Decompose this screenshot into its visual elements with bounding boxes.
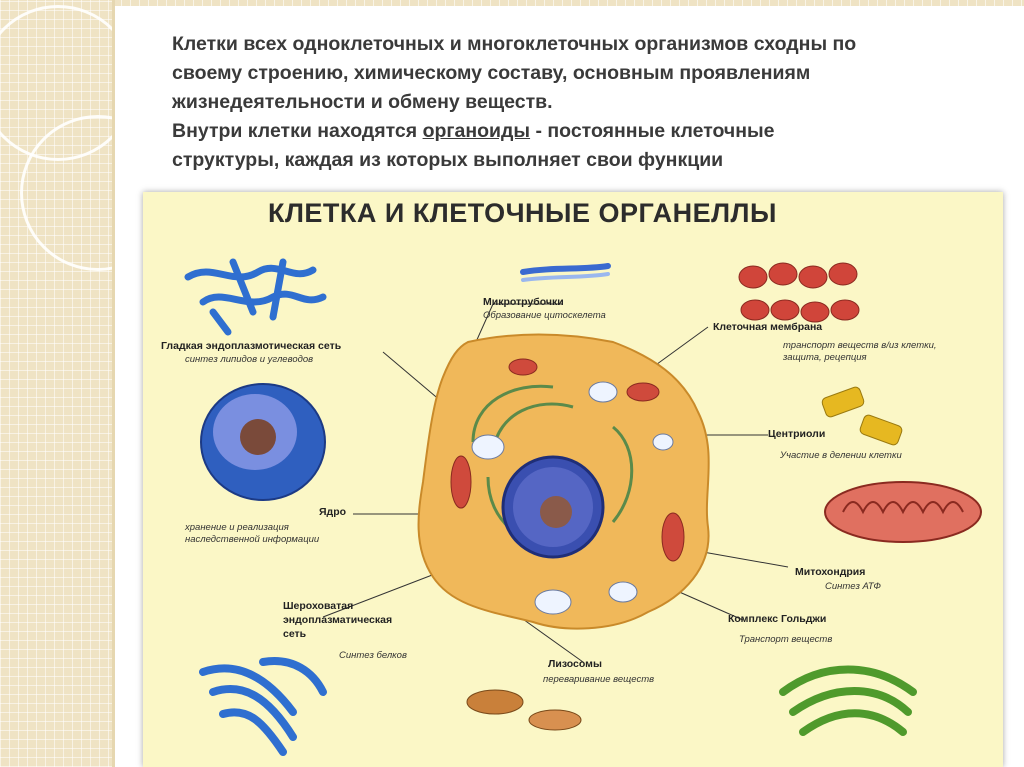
label-golgi-sub: Транспорт веществ bbox=[739, 634, 832, 646]
label-membrane-sub2: защита, рецепция bbox=[783, 352, 867, 364]
label-centrioles: Центриоли bbox=[768, 428, 825, 440]
strip-edge bbox=[112, 0, 115, 767]
label-rough-er-3: сеть bbox=[283, 628, 306, 640]
slide-text: Клетки всех одноклеточных и многоклеточн… bbox=[172, 30, 992, 175]
smooth-er-illustration bbox=[188, 262, 323, 332]
label-rough-er-2: эндоплазматическая bbox=[283, 614, 392, 626]
ring-mask bbox=[115, 0, 135, 300]
label-membrane-sub1: транспорт веществ в/из клетки, bbox=[783, 340, 937, 352]
decorative-top-band bbox=[112, 0, 1024, 6]
cell-organelles-poster: КЛЕТКА И КЛЕТОЧНЫЕ ОРГАНЕЛЛЫ Микротрубоч… bbox=[143, 192, 1003, 767]
label-rough-er-sub: Синтез белков bbox=[339, 650, 407, 662]
text-line: жизнедеятельности и обмену веществ. bbox=[172, 88, 992, 117]
label-lysosomes-sub: переваривание веществ bbox=[543, 674, 654, 686]
label-nucleus-sub1: хранение и реализация bbox=[185, 522, 289, 534]
text-line: структуры, каждая из которых выполняет с… bbox=[172, 146, 992, 175]
text-line: Внутри клетки находятся органоиды - пост… bbox=[172, 117, 992, 146]
rough-er-illustration bbox=[203, 661, 323, 752]
text-prefix: Внутри клетки находятся bbox=[172, 120, 423, 142]
label-golgi: Комплекс Гольджи bbox=[728, 613, 826, 625]
text-line: Клетки всех одноклеточных и многоклеточн… bbox=[172, 30, 992, 59]
poster-title: КЛЕТКА И КЛЕТОЧНЫЕ ОРГАНЕЛЛЫ bbox=[268, 198, 777, 229]
lysosomes-illustration bbox=[467, 690, 581, 730]
label-smooth-er-sub: синтез липидов и углеводов bbox=[185, 354, 313, 366]
golgi-illustration bbox=[783, 670, 913, 733]
label-nucleus-sub2: наследственной информации bbox=[185, 534, 319, 546]
label-microtubules: Микротрубочки bbox=[483, 296, 564, 308]
text-line: своему строению, химическому составу, ос… bbox=[172, 59, 992, 88]
label-mitochondria-sub: Синтез АТФ bbox=[825, 581, 881, 593]
label-centrioles-sub: Участие в делении клетки bbox=[780, 450, 902, 462]
nucleolus bbox=[540, 496, 572, 528]
label-mitochondria: Митохондрия bbox=[795, 566, 865, 578]
centrioles-illustration bbox=[821, 386, 903, 446]
microtubules-illustration bbox=[523, 266, 608, 280]
membrane-illustration bbox=[739, 263, 859, 322]
label-smooth-er: Гладкая эндоплазмотическая сеть bbox=[161, 340, 341, 352]
label-nucleus: Ядро bbox=[319, 506, 346, 518]
nucleus-illustration bbox=[201, 384, 325, 500]
text-suffix: - постоянные клеточные bbox=[530, 120, 774, 142]
mitochondria-illustration bbox=[825, 482, 981, 542]
label-rough-er-1: Шероховатая bbox=[283, 600, 353, 612]
organoid-term: органоиды bbox=[423, 120, 531, 142]
label-microtubules-sub: Образование цитоскелета bbox=[483, 310, 606, 322]
label-membrane: Клеточная мембрана bbox=[713, 321, 822, 333]
label-lysosomes: Лизосомы bbox=[548, 658, 602, 670]
